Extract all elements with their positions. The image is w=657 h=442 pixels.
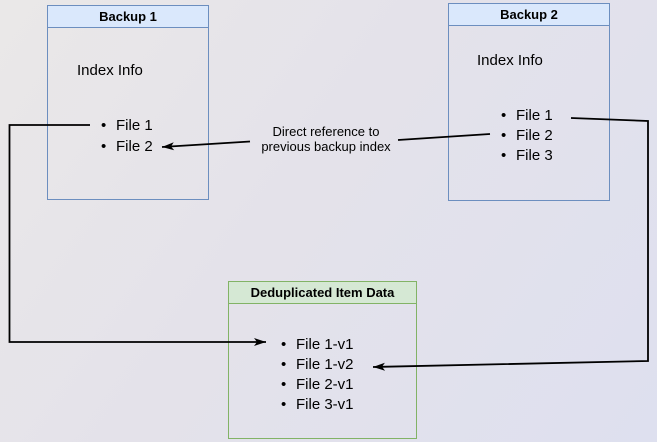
deduplicated-item-data-header: Deduplicated Item Data bbox=[229, 282, 416, 304]
list-item: File 2-v1 bbox=[281, 375, 354, 395]
backup-1-index-info-label: Index Info bbox=[77, 62, 143, 79]
deduplicated-item-data-box: Deduplicated Item Data File 1-v1 File 1-… bbox=[228, 281, 417, 439]
backup-2-index-info-label: Index Info bbox=[477, 52, 543, 69]
backup-1-header: Backup 1 bbox=[48, 6, 208, 28]
backup-2-title: Backup 2 bbox=[500, 7, 558, 22]
backup-2-header: Backup 2 bbox=[449, 4, 609, 26]
list-item: File 3 bbox=[501, 146, 553, 166]
list-item: File 1-v2 bbox=[281, 355, 354, 375]
backup-1-file-list: File 1 File 2 bbox=[101, 115, 153, 157]
list-item: File 2 bbox=[101, 136, 153, 157]
dedup-file-list: File 1-v1 File 1-v2 File 2-v1 File 3-v1 bbox=[281, 335, 354, 415]
list-item: File 3-v1 bbox=[281, 395, 354, 415]
backup-2-box: Backup 2 Index Info File 1 File 2 File 3 bbox=[448, 3, 610, 201]
list-item: File 2 bbox=[501, 126, 553, 146]
list-item: File 1 bbox=[101, 115, 153, 136]
backup-1-title: Backup 1 bbox=[99, 9, 157, 24]
deduplicated-item-data-title: Deduplicated Item Data bbox=[250, 285, 395, 300]
list-item: File 1-v1 bbox=[281, 335, 354, 355]
list-item: File 1 bbox=[501, 106, 553, 126]
backup-1-box: Backup 1 Index Info File 1 File 2 bbox=[47, 5, 209, 200]
direct-reference-edge-label: Direct reference to previous backup inde… bbox=[261, 124, 391, 154]
backup-2-file-list: File 1 File 2 File 3 bbox=[501, 106, 553, 166]
